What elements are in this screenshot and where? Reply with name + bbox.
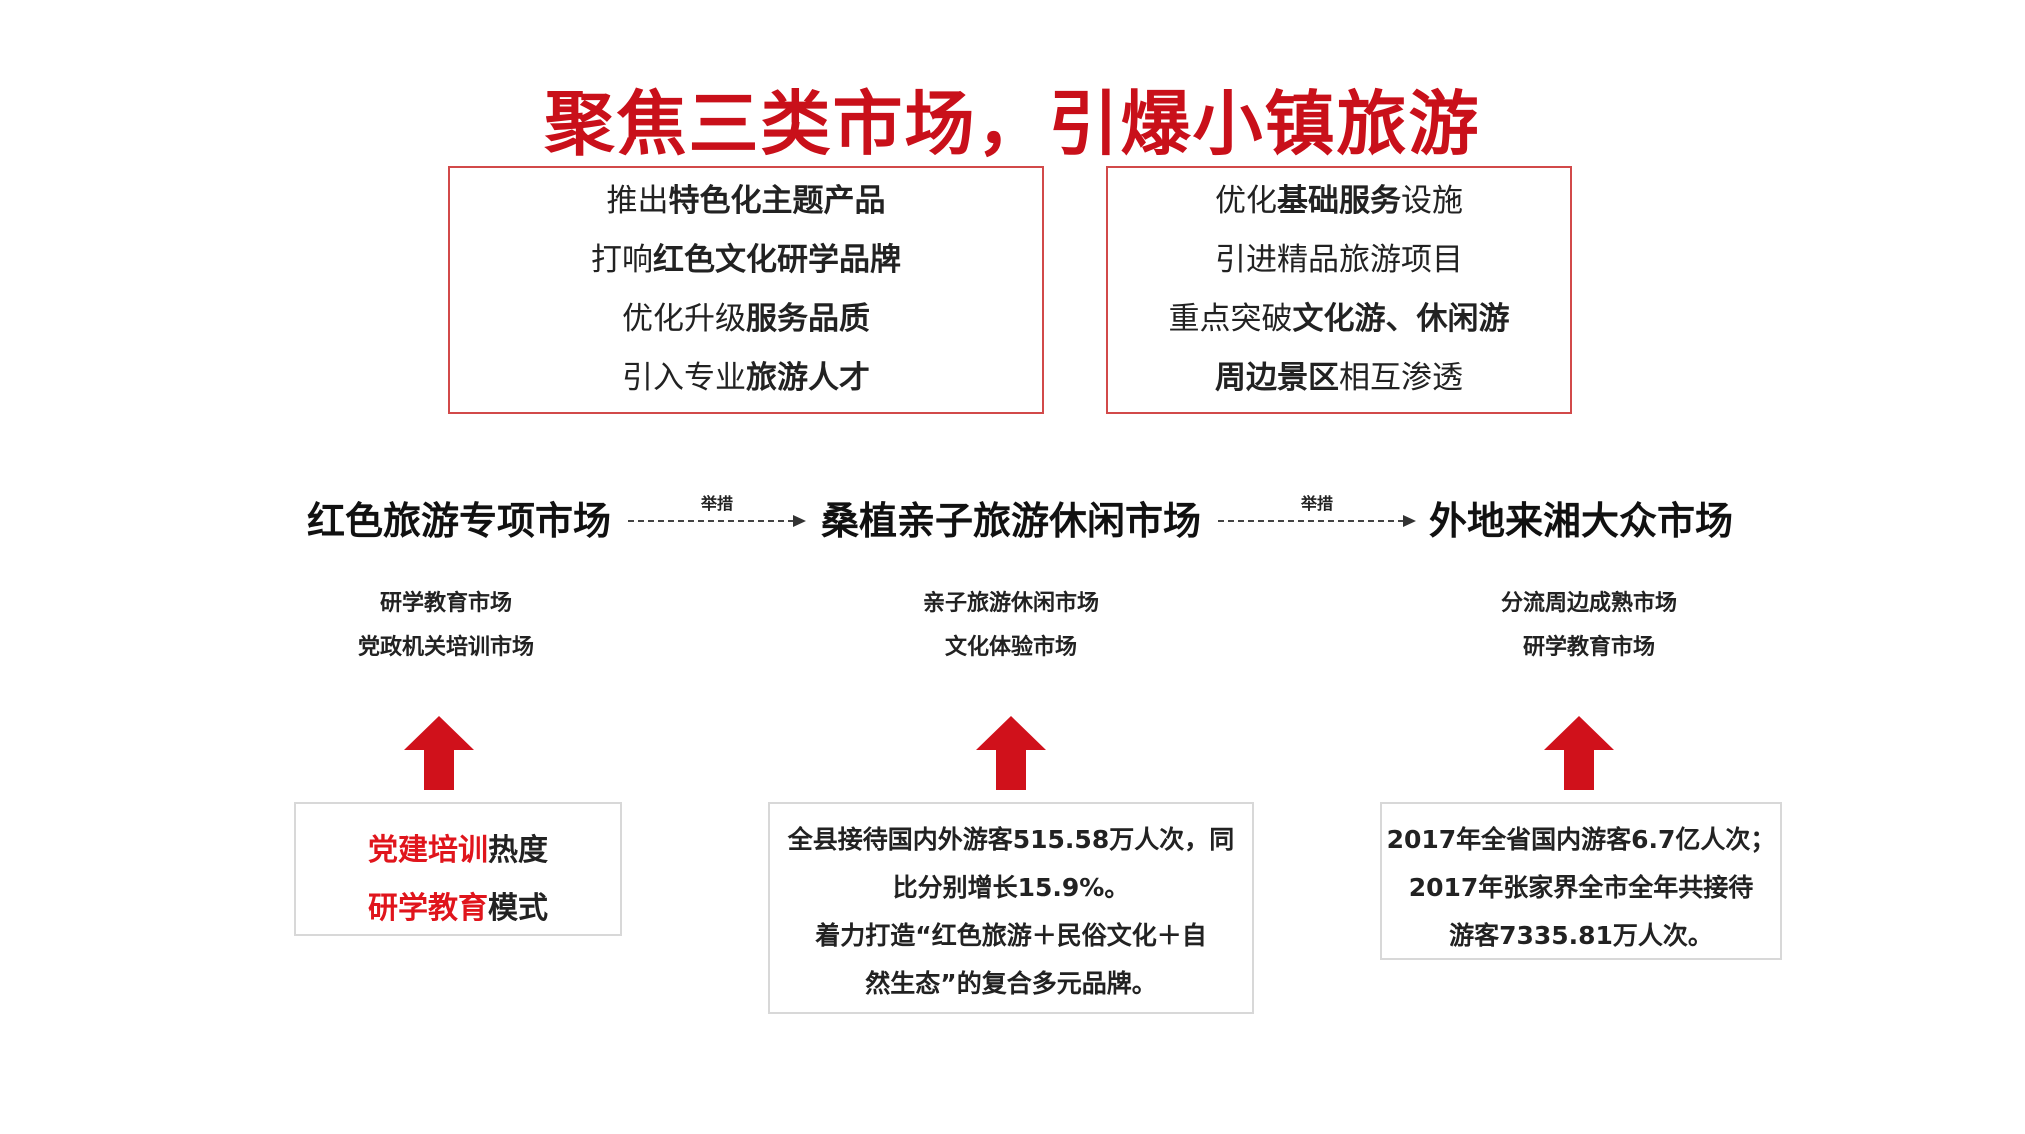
basis-line: 着力打造“红色旅游＋民俗文化＋自 xyxy=(815,921,1207,950)
text-segment: 模式 xyxy=(488,891,548,926)
basis-line: 游客7335.81万人次。 xyxy=(1449,921,1713,950)
text-segment: 基础服务 xyxy=(1277,183,1401,219)
text-segment: 推出 xyxy=(606,183,669,219)
sub-market-item: 研学教育市场 xyxy=(1522,635,1655,660)
market-red-tourism: 红色旅游专项市场 xyxy=(306,499,611,543)
market-mass-tourism: 外地来湘大众市场 xyxy=(1428,499,1733,543)
arrow-label: 举措 xyxy=(700,494,733,513)
text-segment: 服务品质 xyxy=(746,301,870,337)
page-title: 聚焦三类市场，引爆小镇旅游 xyxy=(544,83,1481,165)
measure-line: 引进精品旅游项目 xyxy=(1215,231,1463,290)
text-segment: 文化游、休闲游 xyxy=(1292,301,1510,337)
sub-market-item: 文化体验市场 xyxy=(944,635,1077,660)
sub-markets-1: 研学教育市场 党政机关培训市场 xyxy=(266,582,626,670)
basis-line: 比分别增长15.9%。 xyxy=(892,873,1130,902)
up-arrow-icon xyxy=(976,716,1046,790)
measure-line: 重点突破文化游、休闲游 xyxy=(1169,290,1510,349)
up-arrow-icon xyxy=(404,716,474,790)
sub-markets-2: 亲子旅游休闲市场 文化体验市场 xyxy=(831,582,1191,670)
right-arrow-icon xyxy=(793,515,806,527)
basis-box-party-training: 党建培训热度研学教育模式 xyxy=(294,802,622,936)
market-family-leisure: 桑植亲子旅游休闲市场 xyxy=(820,499,1201,543)
measure-line: 引入专业旅游人才 xyxy=(622,349,870,408)
measures-box-left: 推出特色化主题产品打响红色文化研学品牌优化升级服务品质引入专业旅游人才 xyxy=(448,166,1044,414)
right-arrow-icon xyxy=(1403,515,1416,527)
basis-line: 2017年全省国内游客6.7亿人次； xyxy=(1386,825,1776,854)
sub-market-item: 研学教育市场 xyxy=(379,591,512,616)
text-segment: 引进精品旅游项目 xyxy=(1215,242,1463,278)
dashed-line xyxy=(628,520,794,522)
basis-box-province-stats: 2017年全省国内游客6.7亿人次； 2017年张家界全市全年共接待 游客733… xyxy=(1380,802,1782,960)
text-segment: 研学教育 xyxy=(368,891,488,926)
text-segment: 周边景区 xyxy=(1215,360,1339,396)
basis-box-county-stats: 全县接待国内外游客515.58万人次，同 比分别增长15.9%。 着力打造“红色… xyxy=(768,802,1254,1014)
sub-markets-3: 分流周边成熟市场 研学教育市场 xyxy=(1409,582,1769,670)
text-segment: 特色化主题产品 xyxy=(668,183,886,219)
measure-line: 优化升级服务品质 xyxy=(622,290,870,349)
measures-box-right: 优化基础服务设施引进精品旅游项目重点突破文化游、休闲游周边景区相互渗透 xyxy=(1106,166,1572,414)
text-segment: 红色文化研学品牌 xyxy=(653,242,901,278)
dashed-line xyxy=(1218,520,1404,522)
measure-line: 推出特色化主题产品 xyxy=(607,172,886,231)
sub-market-item: 亲子旅游休闲市场 xyxy=(922,591,1099,616)
text-segment: 打响 xyxy=(591,242,653,278)
text-segment: 优化 xyxy=(1215,183,1277,219)
sub-market-item: 党政机关培训市场 xyxy=(357,635,534,660)
text-segment: 相互渗透 xyxy=(1339,360,1463,396)
measure-line: 打响红色文化研学品牌 xyxy=(591,231,901,290)
basis-line: 研学教育模式 xyxy=(296,880,620,938)
text-segment: 优化升级 xyxy=(622,301,746,337)
text-segment: 设施 xyxy=(1401,183,1463,219)
sub-market-item: 分流周边成熟市场 xyxy=(1500,591,1677,616)
measure-line: 优化基础服务设施 xyxy=(1215,172,1463,231)
basis-line: 全县接待国内外游客515.58万人次，同 xyxy=(787,825,1235,854)
text-segment: 党建培训 xyxy=(368,833,488,868)
up-arrow-icon xyxy=(1544,716,1614,790)
basis-line: 党建培训热度 xyxy=(296,822,620,880)
basis-line: 然生态”的复合多元品牌。 xyxy=(865,969,1157,998)
text-segment: 旅游人才 xyxy=(746,360,870,396)
text-segment: 引入专业 xyxy=(622,360,746,396)
arrow-label: 举措 xyxy=(1300,494,1333,513)
text-segment: 热度 xyxy=(488,833,548,868)
measure-line: 周边景区相互渗透 xyxy=(1215,349,1463,408)
basis-line: 2017年张家界全市全年共接待 xyxy=(1408,873,1754,902)
text-segment: 重点突破 xyxy=(1168,301,1293,337)
